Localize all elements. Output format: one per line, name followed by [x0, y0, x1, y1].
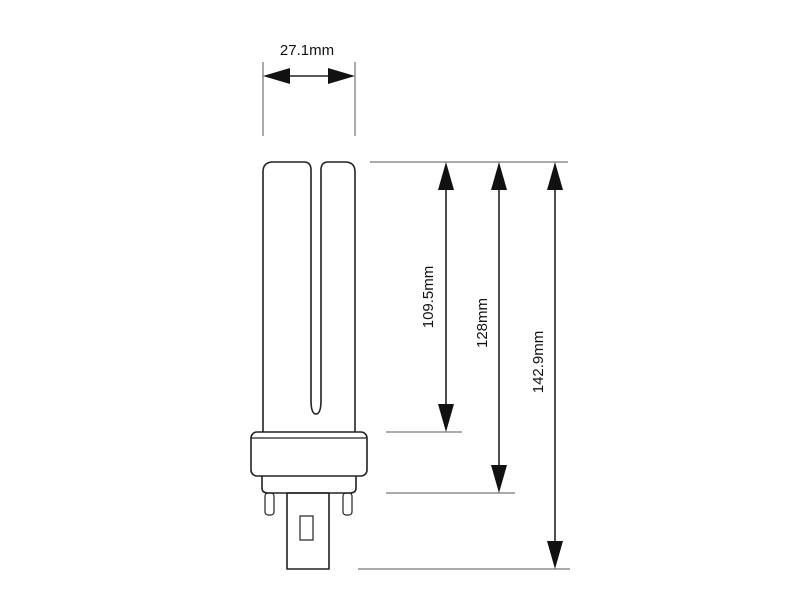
width-arrow-left	[263, 68, 290, 84]
tube-length-label: 109.5mm	[420, 266, 437, 329]
tube-length-dimension: 109.5mm	[420, 162, 454, 432]
lamp-pin-tab	[286, 492, 330, 570]
width-arrow-right	[328, 68, 355, 84]
tube-length-arrow-bottom	[438, 404, 454, 432]
body-length-arrow-bottom	[491, 465, 507, 493]
lamp-base-collar	[261, 476, 357, 494]
width-dimension: 27.1mm	[262, 42, 356, 136]
overall-length-dimension: 142.9mm	[530, 162, 563, 569]
lamp-pin-left	[264, 492, 275, 516]
overall-length-arrow-bottom	[547, 541, 563, 569]
lamp-pin-right	[342, 492, 353, 516]
lamp-tube-outline	[262, 161, 356, 432]
lamp-drawing	[250, 161, 368, 570]
body-length-dimension: 128mm	[474, 162, 507, 493]
body-length-label: 128mm	[474, 298, 491, 348]
lamp-base-housing	[250, 431, 368, 477]
overall-length-arrow-top	[547, 162, 563, 190]
body-length-arrow-top	[491, 162, 507, 190]
lamp-pin-tab-slot	[299, 515, 314, 541]
overall-length-label: 142.9mm	[530, 331, 547, 394]
width-label: 27.1mm	[280, 42, 334, 59]
tube-length-arrow-top	[438, 162, 454, 190]
